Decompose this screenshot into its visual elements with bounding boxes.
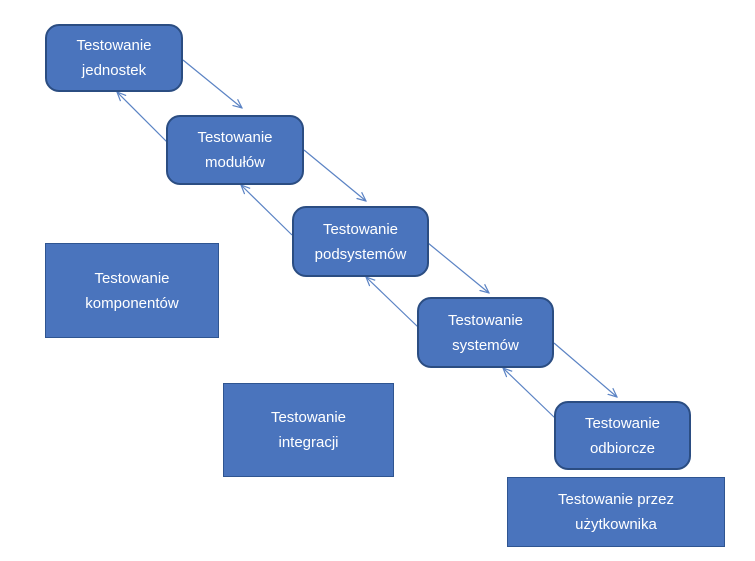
arrow-modulow-back-to-jednostek [117,92,169,144]
box-testowanie-odbiorcze: Testowanie odbiorcze [554,401,691,470]
box-testowanie-komponentow: Testowanie komponentów [45,243,219,338]
box-line-1: Testowanie [197,129,273,146]
box-line-1: Testowanie przez [558,491,674,508]
box-line-1: Testowanie [584,414,661,432]
box-testowanie-podsystemow: Testowanie podsystemów [292,206,429,277]
box-line-1: Testowanie [322,220,399,238]
box-testowanie-systemow: Testowanie systemów [417,297,554,368]
box-testowanie-integracji: Testowanie integracji [223,383,394,477]
box-line-1: Testowanie [76,37,152,54]
box-line-2: użytkownika [575,516,657,533]
arrow-jednostek-to-modulow [182,59,242,108]
box-line-2: integracji [278,434,339,451]
arrow-systemow-back-to-podsystemow [366,277,419,328]
box-line-1: Testowanie [270,409,347,426]
box-testowanie-przez-uzytkownika: Testowanie przez użytkownika [507,477,725,547]
box-line-1: Testowanie [94,269,170,287]
arrow-systemow-to-odbiorcze [553,342,617,397]
box-line-2: jednostek [81,62,147,79]
box-line-1: Testowanie [447,311,524,329]
box-line-2: komponentów [85,294,179,312]
arrow-odbiorcze-back-to-systemow [503,368,556,419]
arrow-podsystemow-to-systemow [427,242,489,293]
box-line-2: odbiorcze [589,439,656,457]
box-line-2: systemów [452,336,519,354]
arrow-podsystemow-back-to-modulow [241,185,293,236]
arrow-modulow-to-podsystemow [303,149,366,201]
box-testowanie-modulow: Testowanie modułów [166,115,304,185]
box-line-2: podsystemów [314,245,407,263]
box-testowanie-jednostek: Testowanie jednostek [45,24,183,92]
box-line-2: modułów [204,154,266,171]
